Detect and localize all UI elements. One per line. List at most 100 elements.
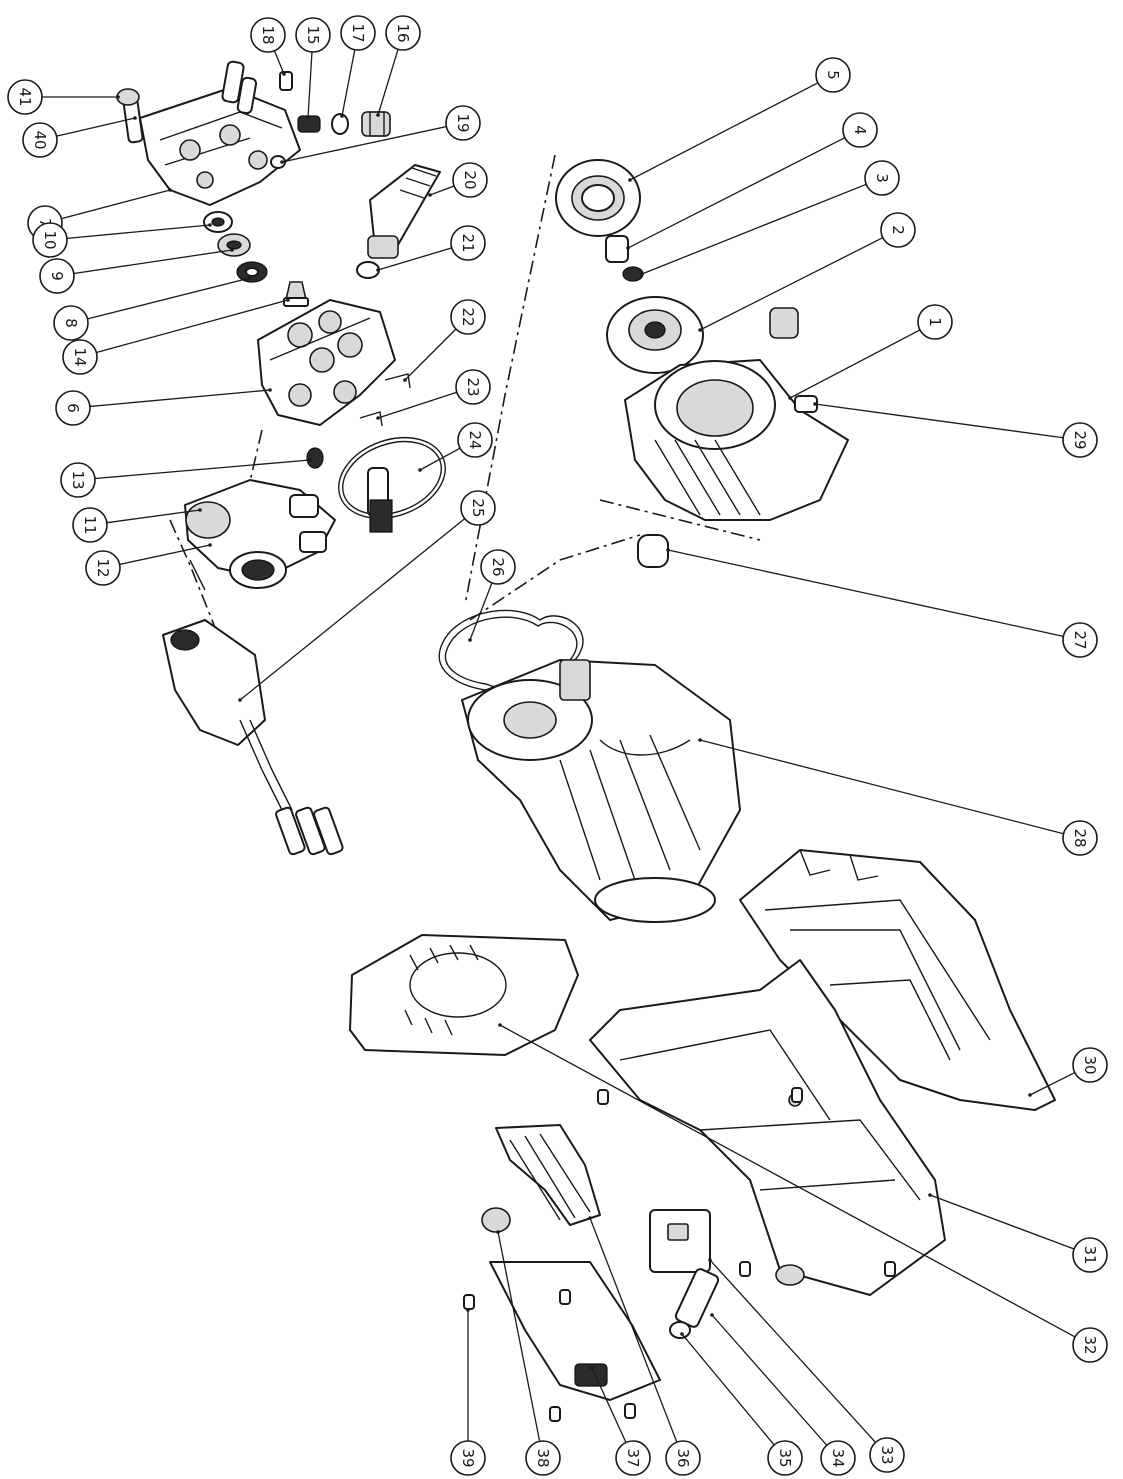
callout-40: 40 xyxy=(22,122,58,158)
callout-circle-12 xyxy=(85,550,121,586)
seal-part-17 xyxy=(331,113,349,135)
leader-line-15 xyxy=(307,51,313,119)
o-ring-part-24 xyxy=(338,436,446,520)
callout-11: 11 xyxy=(72,507,108,543)
callout-number-1: 1 xyxy=(926,317,944,327)
callout-circle-5 xyxy=(815,57,851,93)
leader-dot-38 xyxy=(496,1230,500,1234)
callout-number-33: 33 xyxy=(878,1445,896,1464)
seal-part-10 xyxy=(203,211,233,233)
callout-1: 1 xyxy=(917,304,953,340)
callout-23: 23 xyxy=(455,369,491,405)
callout-number-23: 23 xyxy=(464,377,482,396)
ring-part-35 xyxy=(669,1321,691,1339)
callout-35: 35 xyxy=(767,1440,803,1476)
leader-line-38 xyxy=(497,1231,541,1442)
callout-10: 10 xyxy=(32,222,68,258)
leader-line-36 xyxy=(589,1217,678,1443)
leader-line-32 xyxy=(499,1024,1076,1338)
leader-line-34 xyxy=(711,1314,828,1446)
callout-circle-21 xyxy=(450,225,486,261)
callout-circle-37 xyxy=(615,1440,651,1476)
callout-12: 12 xyxy=(85,550,121,586)
leader-line-21 xyxy=(377,247,452,271)
callout-number-30: 30 xyxy=(1081,1055,1099,1074)
leader-line-6 xyxy=(89,389,271,408)
leader-dot-39 xyxy=(466,1308,470,1312)
callout-number-14: 14 xyxy=(71,347,89,366)
terminal-block-part-36 xyxy=(495,1124,601,1226)
callout-number-21: 21 xyxy=(459,233,477,252)
callout-16: 16 xyxy=(385,15,421,51)
leader-line-23 xyxy=(377,391,458,419)
leader-line-13 xyxy=(94,459,311,480)
inlet-tube-part-20 xyxy=(367,164,441,259)
callout-5: 5 xyxy=(815,57,851,93)
leader-dot-7 xyxy=(168,188,172,192)
cover-part-37 xyxy=(489,1261,661,1401)
callout-number-26: 26 xyxy=(489,557,507,576)
callout-circle-25 xyxy=(460,490,496,526)
callout-circle-19 xyxy=(445,105,481,141)
leader-line-35 xyxy=(681,1333,775,1446)
callout-circle-34 xyxy=(820,1440,856,1476)
callout-number-2: 2 xyxy=(889,225,907,235)
leader-line-27 xyxy=(667,549,1064,638)
leader-dot-29 xyxy=(813,402,817,406)
callout-circle-40 xyxy=(22,122,58,158)
leader-dot-11 xyxy=(198,508,202,512)
callout-30: 30 xyxy=(1072,1047,1108,1083)
leader-line-29 xyxy=(814,403,1064,439)
leader-line-18 xyxy=(273,50,285,75)
leader-line-12 xyxy=(119,544,211,566)
callout-36: 36 xyxy=(665,1440,701,1476)
callout-circle-38 xyxy=(525,1440,561,1476)
leader-line-7 xyxy=(61,189,171,220)
leader-line-37 xyxy=(591,1367,627,1443)
callout-number-39: 39 xyxy=(459,1448,477,1467)
callout-39: 39 xyxy=(450,1440,486,1476)
leader-line-1 xyxy=(789,329,921,399)
callout-number-38: 38 xyxy=(534,1448,552,1467)
callout-number-22: 22 xyxy=(459,307,477,326)
valve-body-part-6 xyxy=(257,299,396,426)
leader-line-8 xyxy=(87,277,251,320)
leader-dot-41 xyxy=(116,95,120,99)
callout-circle-20 xyxy=(452,162,488,198)
leader-dot-3 xyxy=(640,272,644,276)
screw-part-18 xyxy=(279,71,293,91)
callout-number-11: 11 xyxy=(81,515,99,534)
disc-part-2 xyxy=(606,296,704,374)
callout-19: 19 xyxy=(445,105,481,141)
leader-dot-22 xyxy=(403,378,407,382)
leader-line-25 xyxy=(239,518,466,701)
callout-number-8: 8 xyxy=(62,318,80,328)
spring-part-13 xyxy=(306,447,324,469)
callout-number-6: 6 xyxy=(64,403,82,413)
clip-part-22-23 xyxy=(359,373,411,427)
callout-number-10: 10 xyxy=(41,230,59,249)
leader-line-4 xyxy=(627,137,846,249)
bushing-part-2b xyxy=(769,307,799,339)
callout-18: 18 xyxy=(250,17,286,53)
leader-dot-23 xyxy=(376,416,380,420)
callout-circle-14 xyxy=(62,339,98,375)
callout-circle-27 xyxy=(1062,622,1098,658)
callout-25: 25 xyxy=(460,490,496,526)
callout-number-25: 25 xyxy=(469,498,487,517)
callout-number-28: 28 xyxy=(1071,828,1089,847)
bushing-part-27 xyxy=(637,534,669,568)
callout-number-17: 17 xyxy=(349,23,367,42)
leader-line-26 xyxy=(469,582,493,641)
callout-26: 26 xyxy=(480,549,516,585)
callout-circle-23 xyxy=(455,369,491,405)
leader-line-33 xyxy=(709,1259,877,1443)
leader-dot-5 xyxy=(628,178,632,182)
callout-9: 9 xyxy=(39,258,75,294)
callout-circle-41 xyxy=(7,79,43,115)
callout-13: 13 xyxy=(60,462,96,498)
plate-part-32 xyxy=(349,934,579,1056)
callout-29: 29 xyxy=(1062,422,1098,458)
callout-circle-10 xyxy=(32,222,68,258)
leader-dot-17 xyxy=(340,114,344,118)
